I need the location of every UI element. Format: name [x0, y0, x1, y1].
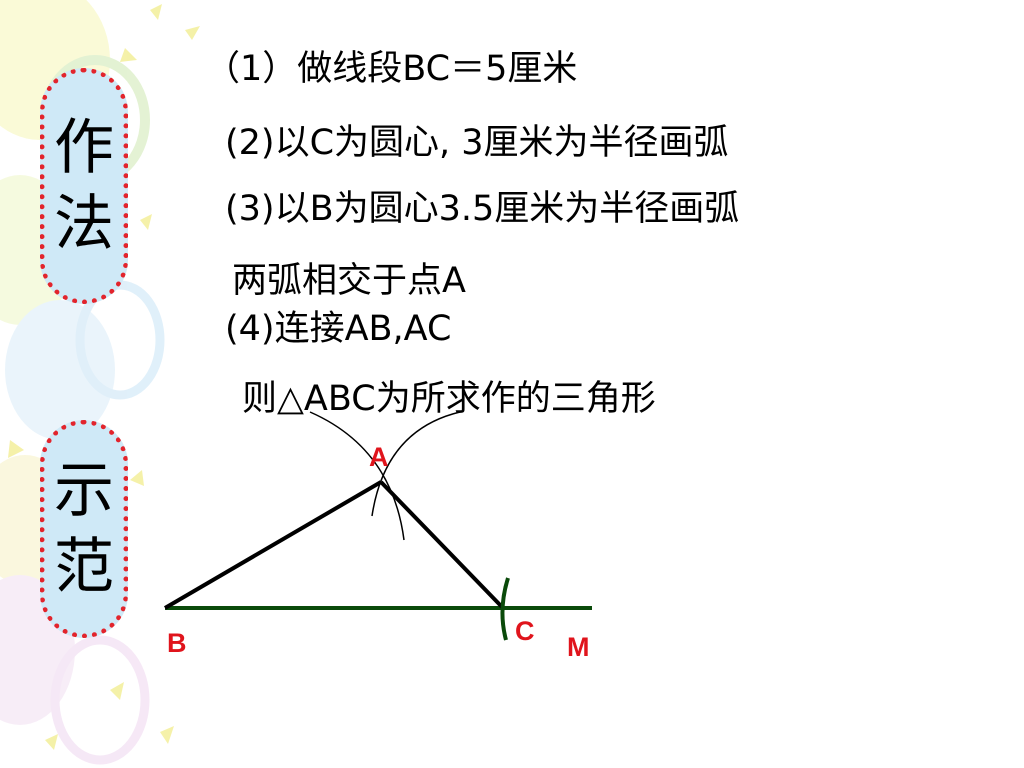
step-2-text: (2)以C为圆心, 3厘米为半径画弧 [225, 123, 729, 163]
balloon-blue [5, 300, 115, 440]
step-4-text: (4)连接AB,AC [225, 309, 452, 349]
demo-label-char: 范 [54, 532, 114, 602]
arc-intersection-text: 两弧相交于点A [232, 261, 466, 301]
method-label-pill: 作 法 [40, 68, 128, 304]
method-label-char: 作 [54, 113, 114, 183]
point-a-label: A [369, 442, 389, 472]
step-1-text: （1）做线段BC＝5厘米 [205, 49, 578, 89]
step-3-text: (3)以B为圆心3.5厘米为半径画弧 [225, 189, 740, 229]
arc-centered-c [371, 411, 461, 517]
point-m-label: M [567, 632, 590, 662]
arc-centered-b [309, 411, 405, 541]
confetti [8, 4, 200, 750]
demo-label-char: 示 [54, 456, 114, 526]
point-b-label: B [167, 628, 187, 658]
demo-label-pill: 示 范 [40, 420, 128, 638]
segment-ac [379, 480, 505, 610]
segment-ab [163, 480, 383, 610]
method-label-char: 法 [54, 189, 114, 259]
point-c-label: C [515, 616, 535, 646]
balloon-ring-pink [50, 635, 150, 765]
arc-mark-c [500, 577, 510, 641]
